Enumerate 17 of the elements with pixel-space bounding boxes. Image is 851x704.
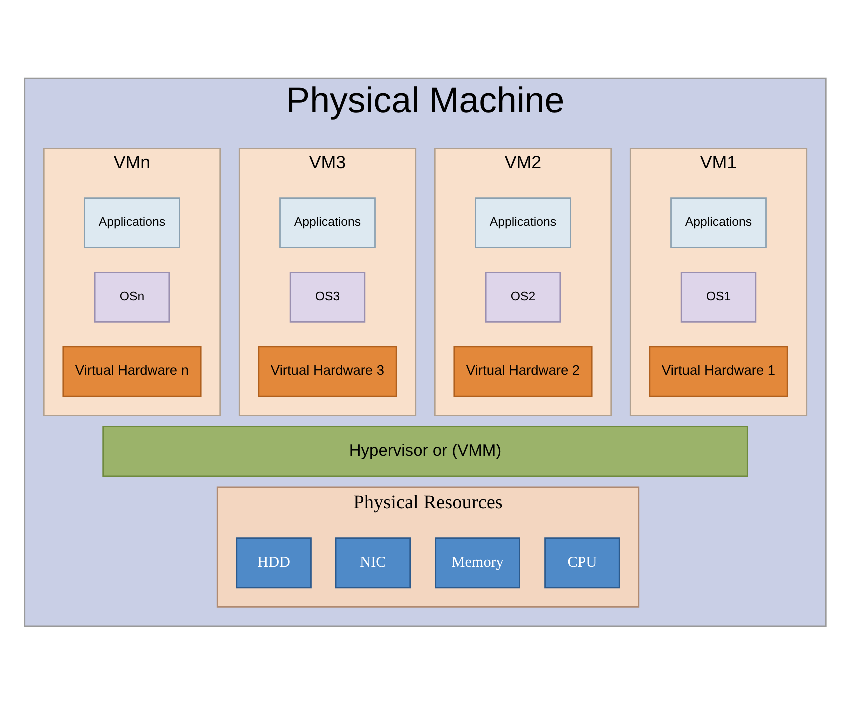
node-box: Hypervisor or (VMM) bbox=[102, 426, 748, 477]
node-box: CPU bbox=[544, 537, 620, 588]
node-box: OSn bbox=[94, 271, 170, 322]
node-box: Virtual Hardware 1 bbox=[649, 346, 788, 397]
node-box: Memory bbox=[435, 537, 520, 588]
node-box: Virtual Hardware 3 bbox=[258, 346, 398, 397]
node-box: Applications bbox=[280, 197, 376, 248]
node-box: Applications bbox=[84, 197, 180, 248]
node-box: Virtual Hardware n bbox=[62, 346, 202, 397]
node-box: HDD bbox=[236, 537, 312, 588]
node-box: OS2 bbox=[485, 271, 562, 322]
node-box: Applications bbox=[670, 197, 767, 248]
node-box: OS3 bbox=[290, 271, 366, 322]
node-box: NIC bbox=[335, 537, 412, 588]
node-box: OS1 bbox=[680, 271, 757, 322]
node-box: Applications bbox=[475, 197, 572, 248]
node-box: Virtual Hardware 2 bbox=[454, 346, 593, 397]
